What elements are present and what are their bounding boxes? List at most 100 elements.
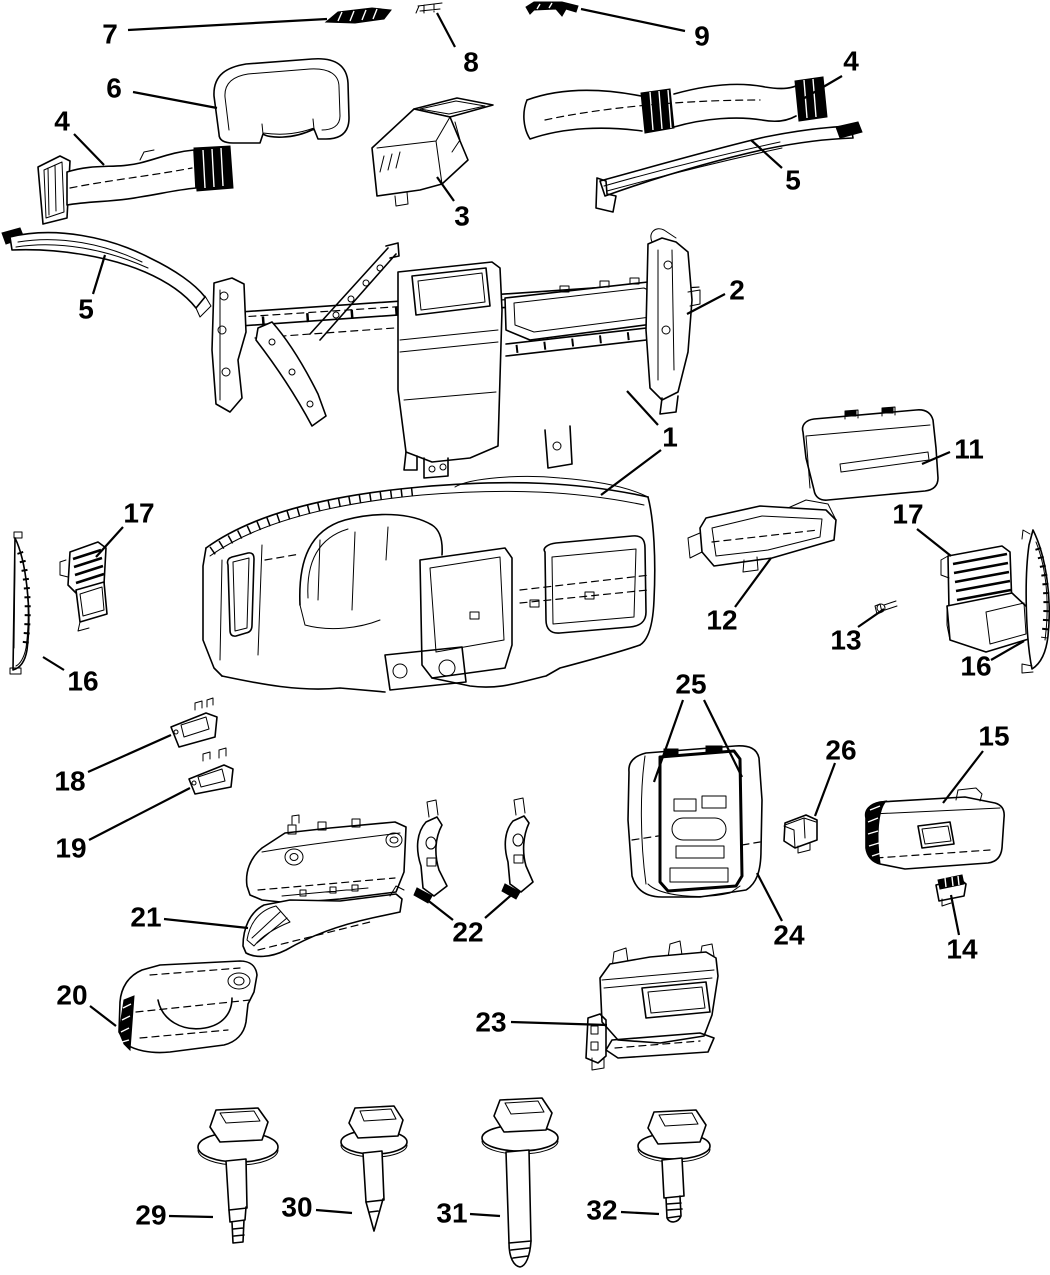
- callout-leader-line: [916, 528, 952, 557]
- callout-1: 1: [600, 390, 678, 496]
- callout-number: 3: [454, 201, 470, 232]
- callout-8: 8: [436, 12, 479, 78]
- callout-20: 20: [56, 980, 117, 1027]
- callout-leader-line: [921, 450, 951, 466]
- callout-number: 32: [586, 1195, 617, 1226]
- callout-number: 22: [452, 917, 483, 948]
- callout-number: 5: [785, 165, 801, 196]
- callout-leader-line: [42, 656, 65, 671]
- callout-number: 17: [123, 498, 154, 529]
- part-20-column-cover: [118, 960, 258, 1054]
- part-23-center-console-unit: [585, 940, 719, 1071]
- callout-number: 17: [892, 499, 923, 530]
- callout-leader-line: [510, 1020, 608, 1027]
- callout-18: 18: [54, 733, 172, 797]
- callout-number: 15: [978, 721, 1009, 752]
- part-25-center-bezel: [627, 745, 763, 898]
- part-17-right-vent: [940, 545, 1033, 653]
- callout-number: 16: [960, 651, 991, 682]
- callout-15: 15: [942, 721, 1010, 804]
- callout-number: 30: [281, 1192, 312, 1223]
- callout-3: 3: [436, 176, 470, 232]
- part-4-right-duct: [523, 76, 828, 140]
- part-16-right-end-cap: [1021, 529, 1050, 674]
- callout-number: 9: [694, 21, 710, 52]
- part-32-bolt: [637, 1109, 711, 1223]
- part-19-switch-bezel: [188, 747, 234, 795]
- callout-17: 17: [892, 499, 952, 557]
- callout-number: 12: [706, 605, 737, 636]
- part-8-clip: [415, 2, 443, 14]
- callout-number: 4: [843, 46, 859, 77]
- part-6-cluster-hood: [213, 58, 350, 144]
- callout-leader-line: [87, 733, 172, 774]
- part-1-instrument-panel: [202, 475, 656, 693]
- callout-leader-line: [88, 787, 191, 841]
- callout-leader-line: [163, 917, 249, 930]
- callout-leader-line: [168, 1214, 214, 1219]
- callout-leader-line: [91, 254, 107, 295]
- callout-4: 4: [54, 106, 105, 166]
- callout-leader-line: [756, 872, 783, 922]
- part-16-left-end-cap: [9, 531, 31, 675]
- callout-leader-line: [800, 75, 843, 101]
- callout-number: 16: [67, 666, 98, 697]
- callout-2: 2: [686, 275, 745, 315]
- callout-leader-line: [626, 390, 659, 426]
- callout-number: 21: [130, 902, 161, 933]
- callout-19: 19: [55, 787, 191, 864]
- callout-13: 13: [830, 608, 885, 656]
- callout-number: 7: [102, 19, 118, 50]
- callout-leader-line: [990, 640, 1025, 661]
- callout-26: 26: [813, 735, 857, 817]
- callout-leader-line: [857, 608, 885, 628]
- part-14-latch: [935, 874, 967, 907]
- callout-leader-line: [703, 699, 743, 778]
- callout-leader-line: [686, 293, 726, 315]
- callout-number: 26: [825, 735, 856, 766]
- callout-number: 14: [946, 934, 978, 965]
- callout-12: 12: [706, 557, 772, 636]
- callout-leader-line: [89, 1005, 117, 1027]
- callout-24: 24: [756, 872, 805, 951]
- callout-11: 11: [921, 434, 984, 466]
- callout-29: 29: [135, 1200, 214, 1231]
- part-3-defrost-duct: [371, 97, 494, 207]
- part-15-glovebox-door: [864, 787, 1005, 870]
- callout-leader-line: [315, 1208, 353, 1215]
- callout-17: 17: [95, 498, 155, 558]
- callout-leader-line: [620, 1210, 660, 1216]
- part-22-support-brackets: [413, 797, 534, 904]
- callout-number: 20: [56, 980, 87, 1011]
- callout-14: 14: [946, 894, 978, 965]
- callout-number: 24: [773, 920, 805, 951]
- callout-leader-line: [95, 526, 124, 558]
- callout-leader-line: [469, 1212, 501, 1218]
- callout-leader-line: [132, 90, 218, 110]
- callout-number: 18: [54, 766, 85, 797]
- callout-leader-line: [600, 449, 662, 496]
- part-29-bolt: [197, 1107, 279, 1244]
- callout-number: 23: [475, 1007, 506, 1038]
- callout-5: 5: [750, 139, 801, 196]
- part-11-storage-lid: [801, 406, 939, 501]
- part-12-storage-bin: [687, 499, 837, 573]
- callout-5: 5: [78, 254, 107, 325]
- part-21-knee-bolster-trim: [242, 814, 407, 958]
- part-9-cowl-strip: [525, 1, 579, 17]
- callout-number: 6: [106, 73, 122, 104]
- callout-leader-line: [420, 894, 454, 921]
- callout-number: 13: [830, 625, 861, 656]
- callout-leader-line: [436, 12, 456, 48]
- callout-number: 2: [729, 275, 745, 306]
- part-4-left-duct: [37, 145, 234, 225]
- callout-25: 25: [652, 669, 743, 783]
- callout-16: 16: [42, 656, 99, 697]
- callout-leader-line: [813, 762, 837, 817]
- part-7-defroster-grille-strip: [324, 7, 392, 24]
- callout-32: 32: [586, 1195, 660, 1226]
- callout-leader-line: [949, 894, 961, 936]
- callout-30: 30: [281, 1192, 353, 1223]
- callout-number: 8: [463, 47, 479, 78]
